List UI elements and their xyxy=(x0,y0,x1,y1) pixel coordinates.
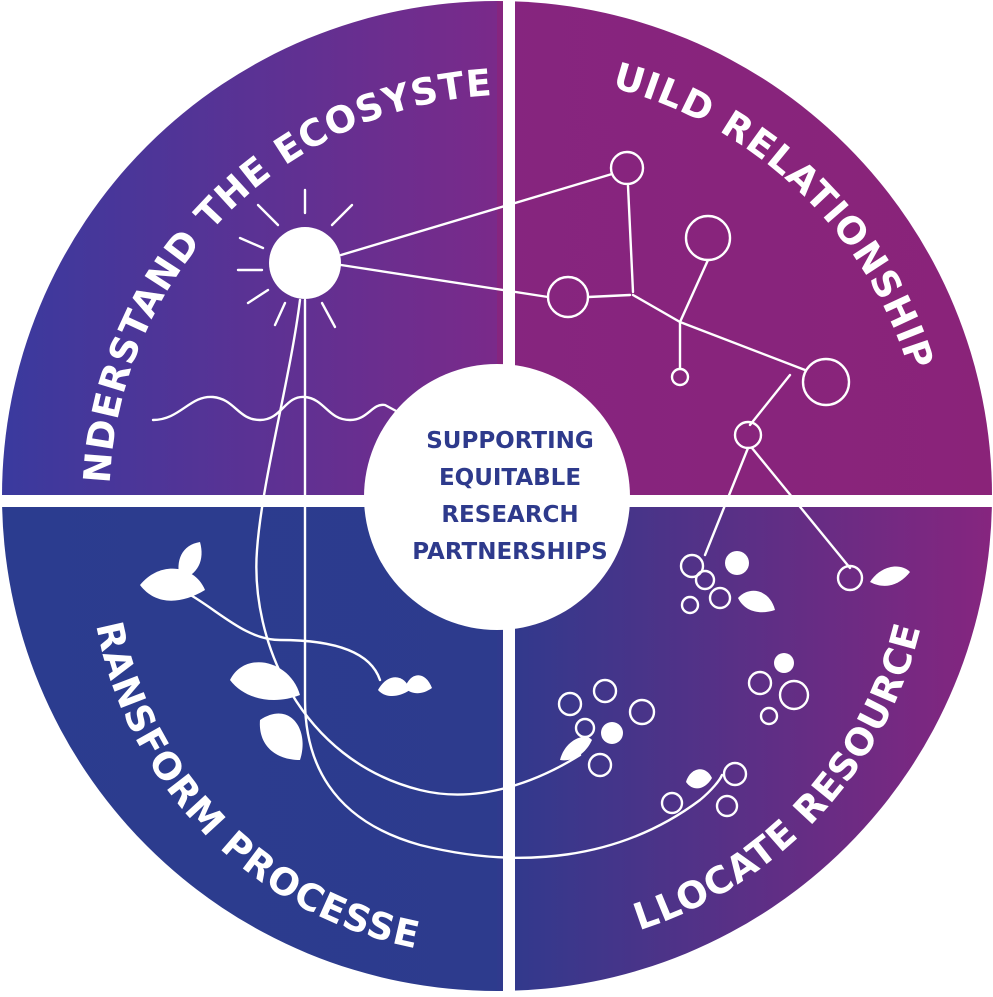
network-graph xyxy=(339,150,852,570)
leaf-icon xyxy=(140,542,910,789)
center-line-2: EQUITABLE xyxy=(439,465,581,491)
center-circle xyxy=(364,364,630,630)
quadrant-build xyxy=(497,1,992,496)
center-line-4: PARTNERSHIPS xyxy=(412,539,607,565)
resource-bubbles xyxy=(557,551,864,818)
center-line-3: RESEARCH xyxy=(441,502,578,528)
sun-icon xyxy=(236,188,354,329)
quadrant-allocate xyxy=(497,496,992,991)
quadrant-transform xyxy=(2,496,497,991)
center-line-1: SUPPORTING xyxy=(426,428,594,454)
quadrant-understand xyxy=(2,1,497,496)
